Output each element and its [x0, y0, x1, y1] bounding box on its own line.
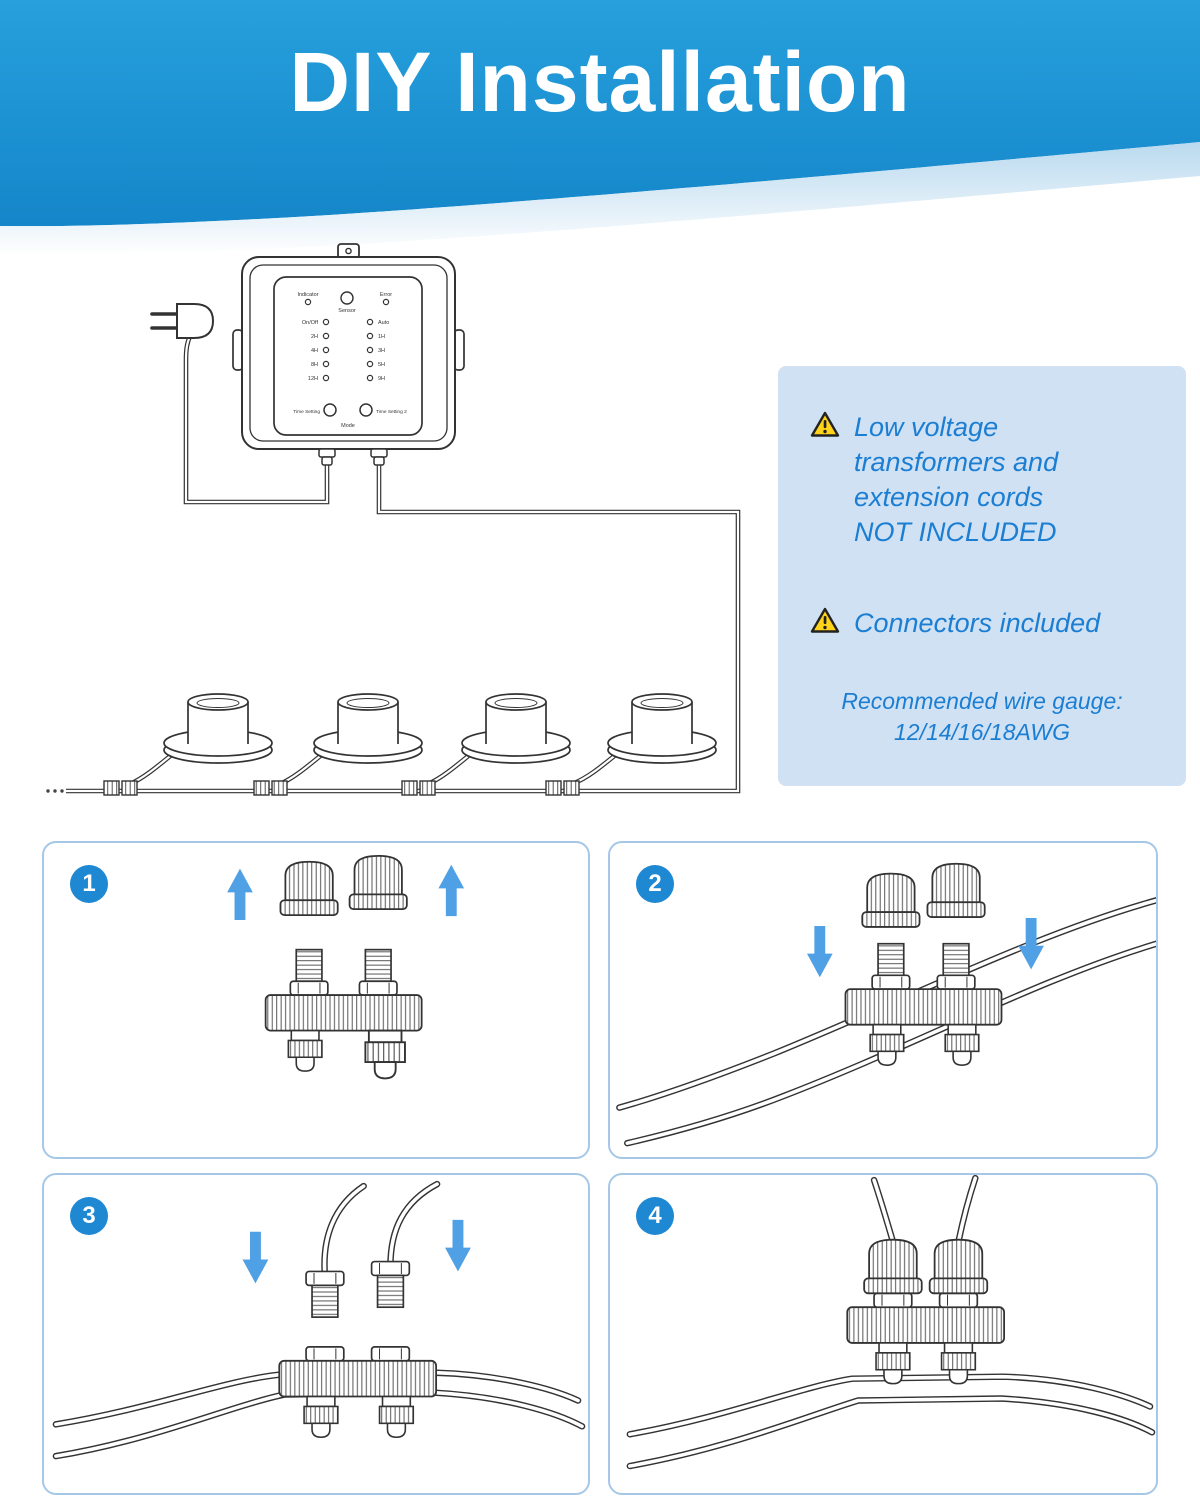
controller-label-error: Error — [380, 292, 392, 298]
info-panel: Low voltage transformers and extension c… — [778, 366, 1186, 786]
wire-connector-pair — [545, 780, 580, 796]
step-panel-4: 4 — [608, 1173, 1158, 1495]
step1-illustration — [227, 854, 465, 1080]
connector-body — [278, 1359, 438, 1398]
connector-body — [264, 994, 423, 1032]
threaded-port — [877, 942, 905, 977]
deck-light — [313, 693, 423, 764]
step-number-badge: 4 — [636, 1197, 674, 1235]
warning-item-2: Connectors included — [810, 606, 1100, 641]
led-label-1h: 1H — [378, 334, 385, 340]
deck-light — [607, 693, 717, 764]
down-arrow-icon — [1018, 918, 1044, 970]
led-label-9h: 9H — [378, 376, 385, 382]
led-label-5h: 5H — [378, 362, 385, 368]
main-cable — [46, 464, 741, 794]
threaded-fitting — [376, 1274, 405, 1309]
connector-cap — [279, 860, 339, 916]
up-arrow-icon — [227, 868, 253, 921]
page-title: DIY Installation — [289, 35, 911, 129]
step-number-badge: 2 — [636, 865, 674, 903]
led-label-8h: 8H — [311, 362, 318, 368]
cable-gland — [287, 1029, 323, 1072]
warning-icon — [810, 411, 840, 437]
wire-connector-pair — [103, 780, 138, 796]
deck-light — [461, 693, 571, 764]
connector-cap — [861, 872, 921, 928]
led-label-2h: 2H — [311, 334, 318, 340]
led-label-auto: Auto — [378, 320, 389, 326]
button-label-time-setting: Time Setting — [293, 409, 320, 415]
step-panel-2: 2 — [608, 841, 1158, 1159]
step-number-badge: 1 — [70, 865, 108, 903]
tap-wires — [321, 1180, 441, 1279]
step2-illustration — [616, 862, 1156, 1147]
threaded-port — [364, 948, 392, 983]
connector-body — [846, 1306, 1006, 1344]
led-label-12h: 12H — [308, 376, 318, 382]
cable-gland — [303, 1395, 339, 1439]
step3-illustration — [52, 1180, 586, 1460]
wiring-diagram: Indicator Sensor Error On/Off Auto 2H 1H… — [46, 243, 741, 796]
step-number-badge: 3 — [70, 1197, 108, 1235]
led-label-3h: 3H — [378, 348, 385, 354]
led-label-onoff: On/Off — [302, 320, 319, 326]
wire-gauge-note: Recommended wire gauge: 12/14/16/18AWG — [841, 688, 1123, 745]
down-arrow-icon — [445, 1219, 471, 1272]
cable-gland — [378, 1395, 415, 1439]
step-panel-1: 1 — [42, 841, 590, 1159]
wire-connector-pair — [253, 780, 288, 796]
step4-illustration — [626, 1175, 1156, 1470]
wire-connector-pair — [401, 780, 436, 796]
tap-wires — [870, 1175, 979, 1245]
connector-cap — [863, 1238, 923, 1295]
button-label-mode: Mode — [341, 423, 355, 429]
down-arrow-icon — [242, 1231, 269, 1284]
cable-gland — [944, 1023, 980, 1066]
connector-cap — [928, 1238, 989, 1295]
warning-icon — [810, 607, 840, 633]
connector-body — [844, 988, 1003, 1026]
controller-label-sensor: Sensor — [338, 308, 356, 314]
led-label-4h: 4H — [311, 348, 318, 354]
cables — [616, 897, 1156, 1147]
down-arrow-icon — [806, 925, 833, 978]
connector-cap — [926, 862, 986, 918]
controller-label-indicator: Indicator — [297, 292, 318, 298]
button-label-time-setting-2: Time Setting 2 — [376, 409, 407, 415]
warning-item-1: Low voltage transformers and extension c… — [810, 410, 1058, 550]
cables — [626, 1373, 1156, 1470]
connector-cap — [348, 854, 408, 911]
threaded-port — [295, 948, 323, 983]
up-arrow-icon — [438, 864, 465, 917]
deck-light — [163, 693, 273, 764]
warning-text-1: Low voltage transformers and extension c… — [854, 412, 1059, 547]
timer-controller: Indicator Sensor Error On/Off Auto 2H 1H… — [232, 243, 465, 466]
warning-text-2: Connectors included — [854, 608, 1101, 638]
power-plug — [150, 303, 215, 339]
cable-gland — [364, 1029, 406, 1080]
threaded-port — [942, 942, 970, 977]
step-panel-3: 3 — [42, 1173, 590, 1495]
threaded-fitting — [311, 1284, 339, 1318]
